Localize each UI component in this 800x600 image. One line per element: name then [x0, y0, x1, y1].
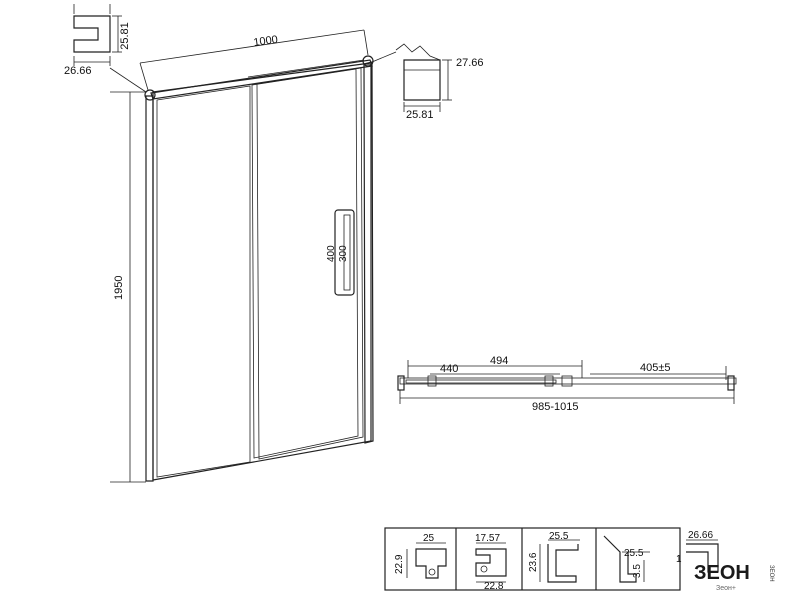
profile-top-right-width: 25.81 [406, 109, 434, 121]
profile-5-top: 26.66 [688, 530, 713, 541]
profile-top-left-height: 25.81 [119, 22, 131, 50]
sliding-panel-edge [256, 67, 364, 460]
sliding-panel [251, 68, 359, 459]
brand-logo: ЗЕОН Зеон+ ЗЕОН [694, 562, 774, 592]
right-wall-profile [363, 61, 374, 444]
handle-bar [334, 209, 355, 296]
plan-handle [561, 375, 573, 387]
top-right-joint-circle [362, 55, 374, 67]
profile-top-left-width: 26.66 [64, 65, 92, 77]
profile-1: 25 22.9 [394, 533, 447, 579]
profile-5: 26.66 1 [676, 530, 719, 573]
plan-roller-left [427, 375, 437, 387]
profile-3-side: 23.6 [528, 552, 539, 572]
plan-view: 494 440 405±5 985-1015 [397, 355, 737, 413]
profile-1-top: 25 [423, 533, 435, 544]
profile-2-bottom: 22.8 [484, 581, 504, 592]
handle-outer-label: 400 [326, 245, 337, 262]
profile-4-top: 25.5 [624, 548, 644, 559]
height-label: 1950 [113, 276, 125, 300]
profile-2: 17.57 22.8 [475, 533, 507, 592]
logo-sub-text: Зеон+ [716, 585, 736, 592]
profile-top-left-shape [73, 15, 111, 53]
width-dim-line [139, 29, 365, 64]
plan-dim-total: 985-1015 [532, 401, 579, 413]
handle-inner [343, 214, 351, 291]
profile-top-right-shape [403, 59, 441, 101]
profile-3: 25.5 23.6 [528, 531, 580, 583]
profile-4: 25.5 3.5 [603, 535, 650, 583]
handle-inner-label: 300 [338, 245, 349, 262]
plan-dim-405: 405±5 [640, 362, 671, 374]
fixed-panel [156, 85, 251, 478]
top-left-joint-circle [144, 89, 156, 101]
logo-main-text: ЗЕОН [694, 562, 750, 584]
door-elevation: 1000 1950 400 300 [110, 29, 374, 483]
logo-side-text: ЗЕОН [768, 565, 774, 582]
width-label: 1000 [253, 34, 279, 49]
plan-dim-440: 440 [440, 363, 458, 375]
profile-4-side: 3.5 [632, 564, 643, 578]
plan-left-end [397, 375, 405, 391]
left-wall-profile [145, 95, 154, 482]
profile-1-side: 22.9 [394, 554, 405, 574]
profile-top-left: 25.81 26.66 [64, 4, 147, 93]
plan-dim-494: 494 [490, 355, 508, 367]
plan-sliding-glass [405, 379, 557, 384]
profile-5-side: 1 [676, 554, 682, 565]
profile-2-top: 17.57 [475, 533, 500, 544]
profile-3-top: 25.5 [549, 531, 569, 542]
plan-roller-right [544, 375, 554, 387]
profiles-strip: 25 22.9 17.57 22.8 25.5 23.6 25.5 [384, 527, 719, 592]
plan-rail [399, 377, 737, 385]
top-bar-line [247, 59, 365, 78]
profiles-strip-border [384, 527, 681, 591]
top-rail [150, 59, 373, 100]
door-frame [152, 63, 372, 481]
profile-top-right-height: 27.66 [456, 57, 484, 69]
profile-top-right: 27.66 25.81 [371, 43, 484, 121]
plan-right-end [727, 375, 735, 391]
